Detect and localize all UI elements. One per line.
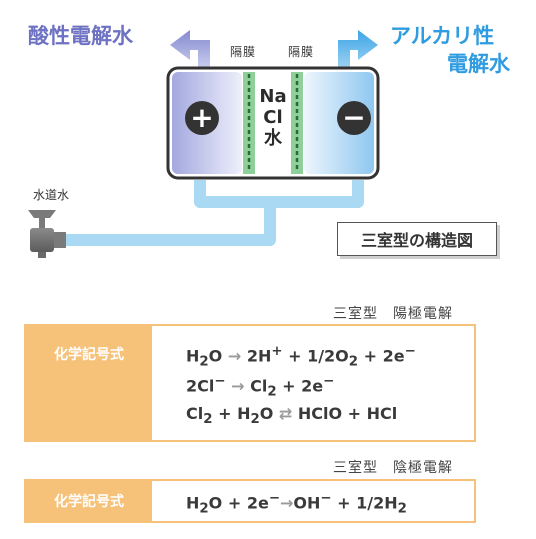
cathode-equation-label: 化学記号式 xyxy=(26,481,152,521)
plus-icon: + xyxy=(190,101,214,134)
cathode-equation: H2O + 2e−→OH− + 1/2H2 xyxy=(186,491,407,517)
membrane-right-label: 隔膜 xyxy=(288,45,315,59)
water-inlet-pipe xyxy=(48,180,364,246)
structure-title: 三室型の構造図 xyxy=(337,222,497,256)
nacl-line-water: 水 xyxy=(264,128,282,149)
nacl-water-label: Na Cl 水 xyxy=(256,86,290,149)
alkaline-water-label-line1: アルカリ性 xyxy=(390,24,495,48)
anode-electrode xyxy=(185,101,219,135)
cathode-equation-box: 化学記号式 H2O + 2e−→OH− + 1/2H2 xyxy=(24,479,476,523)
acid-outlet-arrow xyxy=(170,30,210,68)
acid-water-label: 酸性電解水 xyxy=(28,24,133,48)
anode-equation-3: Cl2 + H2O ⇄ HClO + HCl xyxy=(186,404,398,428)
left-membrane xyxy=(243,72,255,174)
anode-equation-2: 2Cl− → Cl2 + 2e− xyxy=(186,374,335,400)
alkaline-outlet-arrow xyxy=(338,30,378,68)
anode-equation-box: 化学記号式 H2O → 2H+ + 1/2O2 + 2e− 2Cl− → Cl2… xyxy=(24,324,476,442)
alkaline-water-label-line2: 電解水 xyxy=(447,52,510,76)
tap-water-label: 水道水 xyxy=(33,188,70,202)
minus-icon: − xyxy=(342,101,366,134)
faucet-icon xyxy=(28,210,66,258)
anode-section-title: 三室型 陽極電解 xyxy=(333,306,453,322)
nacl-line-na: Na xyxy=(259,86,287,107)
cathode-electrode xyxy=(337,101,371,135)
center-chamber xyxy=(256,72,290,174)
cathode-section-title: 三室型 陰極電解 xyxy=(333,460,453,476)
anode-equation-label: 化学記号式 xyxy=(26,326,152,440)
cell-diagram xyxy=(28,30,380,258)
right-membrane xyxy=(291,72,303,174)
nacl-line-cl: Cl xyxy=(263,107,283,128)
membrane-left-label: 隔膜 xyxy=(230,45,257,59)
anode-equation-1: H2O → 2H+ + 1/2O2 + 2e− xyxy=(186,344,416,370)
